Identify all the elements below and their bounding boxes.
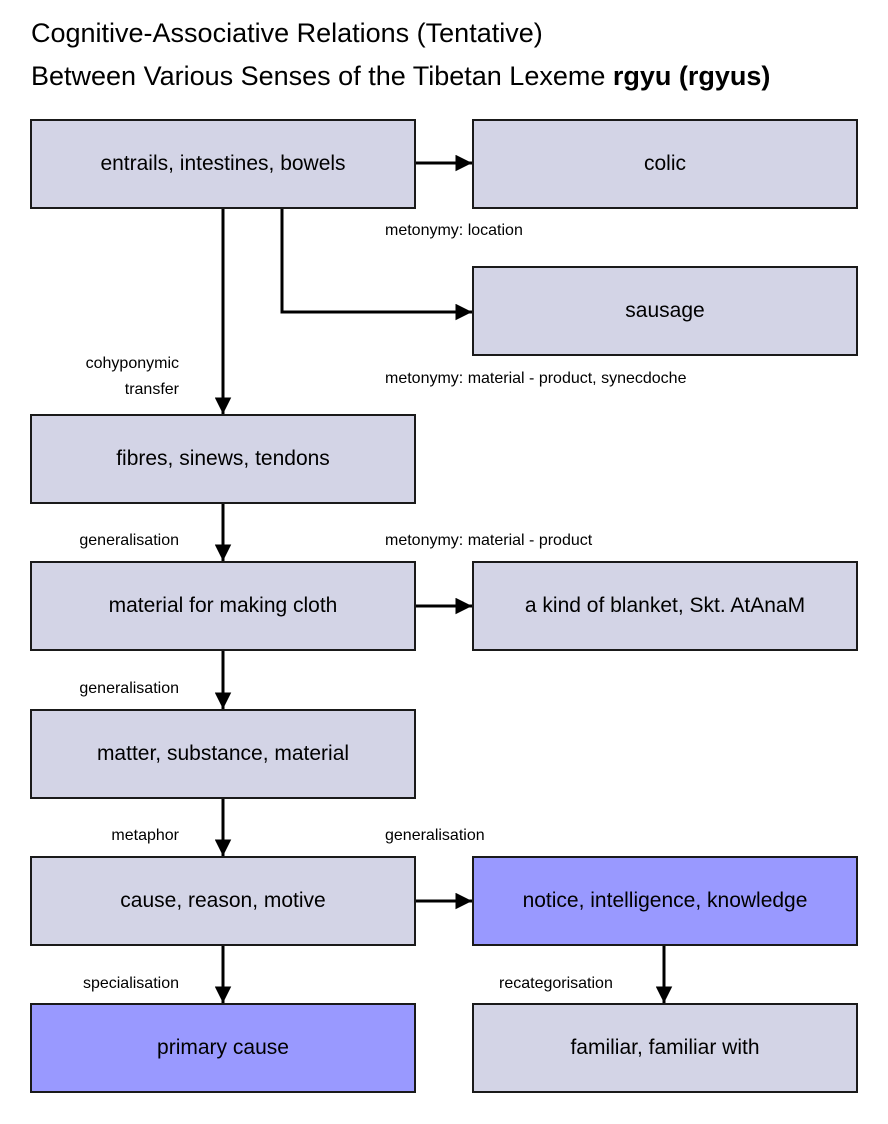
label-generalisation-3: generalisation <box>385 827 485 844</box>
node-familiar-label: familiar, familiar with <box>570 1036 760 1059</box>
node-sausage: sausage <box>472 266 858 356</box>
node-notice: notice, intelligence, knowledge <box>472 856 858 946</box>
node-fibres: fibres, sinews, tendons <box>30 414 416 504</box>
node-cause-label: cause, reason, motive <box>120 889 326 912</box>
node-cause: cause, reason, motive <box>30 856 416 946</box>
node-cloth-material-label: material for making cloth <box>108 594 338 617</box>
label-recategorisation: recategorisation <box>499 975 613 992</box>
node-colic: colic <box>472 119 858 209</box>
title-text-2: Between Various Senses of the Tibetan Le… <box>31 61 613 91</box>
node-matter: matter, substance, material <box>30 709 416 799</box>
node-entrails-label: entrails, intestines, bowels <box>100 152 346 175</box>
label-specialisation: specialisation <box>82 975 179 992</box>
node-primary-cause: primary cause <box>30 1003 416 1093</box>
diagram-title-line-1: Cognitive-Associative Relations (Tentati… <box>31 16 543 50</box>
node-cloth-material: material for making cloth <box>30 561 416 651</box>
node-notice-label: notice, intelligence, knowledge <box>522 889 808 912</box>
label-metonymy-material-product: metonymy: material - product <box>385 532 593 549</box>
node-primary-cause-label: primary cause <box>157 1036 289 1059</box>
label-metaphor: metaphor <box>111 827 179 844</box>
node-sausage-label: sausage <box>625 299 705 322</box>
label-metonymy-location: metonymy: location <box>385 222 523 239</box>
lexeme-bold: rgyu (rgyus) <box>612 61 771 91</box>
label-cohyponymic: cohyponymic <box>85 355 179 372</box>
label-generalisation-2: generalisation <box>79 680 179 697</box>
node-blanket: a kind of blanket, Skt. AtAnaM <box>472 561 858 651</box>
label-generalisation-1: generalisation <box>79 532 179 549</box>
node-familiar: familiar, familiar with <box>472 1003 858 1093</box>
title-text-1: Cognitive-Associative Relations (Tentati… <box>31 18 543 48</box>
node-matter-label: matter, substance, material <box>96 742 350 765</box>
node-blanket-label: a kind of blanket, Skt. AtAnaM <box>524 594 806 617</box>
label-metonymy-material-product-synecdoche: metonymy: material - product, synecdoche <box>385 370 687 387</box>
arrow-entrails-to-sausage <box>280 208 472 321</box>
label-transfer: transfer <box>124 381 179 398</box>
node-colic-label: colic <box>643 152 686 175</box>
node-entrails: entrails, intestines, bowels <box>30 119 416 209</box>
diagram-title-line-2: Between Various Senses of the Tibetan Le… <box>31 59 770 93</box>
node-fibres-label: fibres, sinews, tendons <box>116 447 330 470</box>
